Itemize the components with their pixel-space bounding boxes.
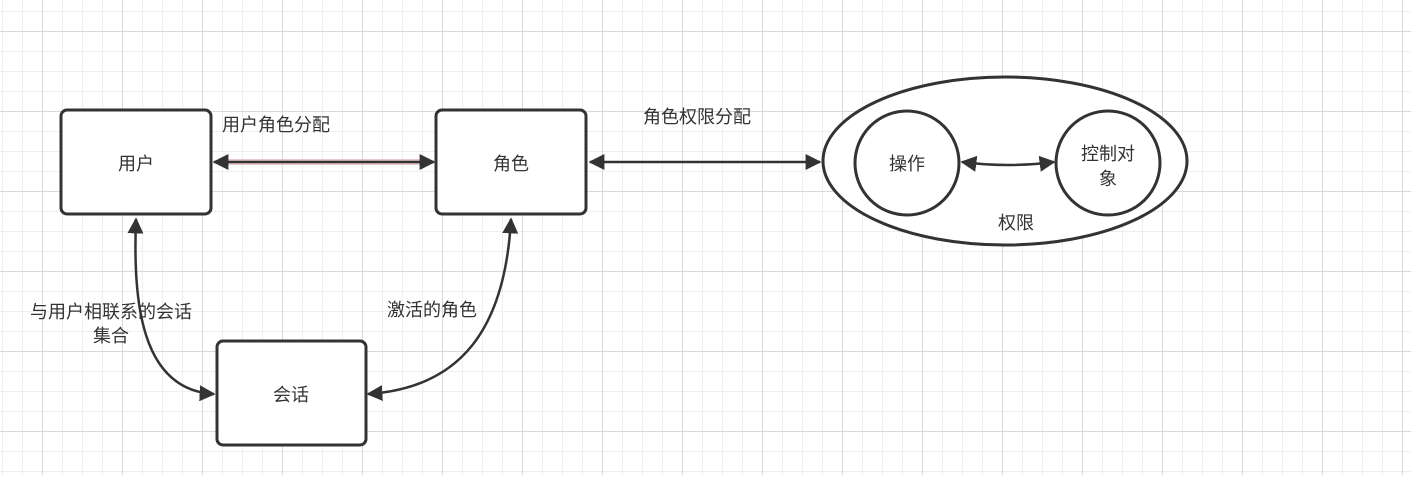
control-object-circle[interactable] [1054, 109, 1162, 217]
edge-role-session[interactable] [366, 217, 519, 402]
permission-label: 权限 [998, 213, 1034, 234]
role-box[interactable] [434, 108, 588, 216]
session-box[interactable] [215, 339, 368, 447]
user-role-assign-label: 用户角色分配 [222, 115, 330, 136]
session-label: 会话 [273, 385, 309, 406]
role-permission-assign-label: 角色权限分配 [643, 107, 751, 128]
node-role[interactable]: 角色 [434, 108, 588, 216]
edge-operation-control-object[interactable] [960, 155, 1056, 172]
operation-circle[interactable] [853, 109, 961, 217]
node-control-object[interactable]: 控制对 象 [1054, 109, 1162, 217]
operation-label: 操作 [889, 154, 925, 175]
node-operation[interactable]: 操作 [853, 109, 961, 217]
user-box[interactable] [59, 108, 213, 216]
user-session-label-line2: 集合 [93, 326, 129, 347]
user-label: 用户 [118, 154, 154, 175]
control-object-label-line1: 控制对 [1081, 144, 1135, 165]
user-session-label-line1: 与用户相联系的会话 [30, 302, 192, 323]
control-object-label-line2: 象 [1099, 169, 1117, 190]
role-label: 角色 [493, 154, 529, 175]
node-user[interactable]: 用户 [59, 108, 213, 216]
node-session[interactable]: 会话 [215, 339, 368, 447]
activated-role-label: 激活的角色 [387, 300, 477, 321]
edge-user-session[interactable] [127, 217, 216, 402]
